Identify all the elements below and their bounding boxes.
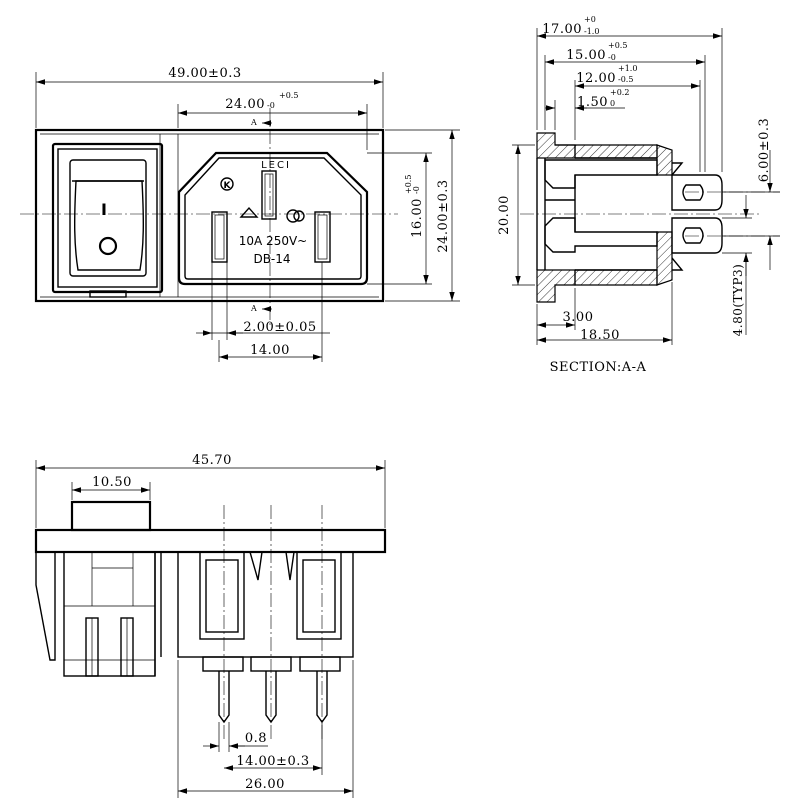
dim-17: 17.00 [542, 22, 582, 37]
dim-pin-spacing: 14.00 [250, 343, 290, 358]
dim-pin-pitch: 14.00±0.3 [236, 754, 309, 769]
dim-body-width: 26.00 [245, 777, 285, 792]
dim-pin-thickness: 0.8 [245, 731, 267, 746]
dim-switch-width: 10.50 [92, 475, 132, 490]
dim-20: 20.00 [497, 195, 512, 235]
dim-15: 15.00 [566, 48, 606, 63]
model-text: DB-14 [253, 252, 290, 266]
dim-pin-width: 2.00±0.05 [243, 320, 316, 335]
dim-inlet-width: 24.00 [225, 97, 265, 112]
dim-6: 6.00±0.3 [757, 118, 772, 183]
rocker-switch: I [51, 142, 164, 298]
switch-on-symbol: I [101, 200, 107, 219]
marking-leci: LECI [261, 160, 291, 171]
dim-12-tol-upper: +1.0 [618, 64, 637, 73]
cert-mark-letter: K [224, 181, 232, 191]
dim-12-tol-lower: -0.5 [618, 75, 633, 84]
switch-off-symbol-circle [98, 236, 118, 256]
dim-3: 3.00 [563, 310, 594, 325]
section-caption: SECTION:A-A [550, 360, 647, 375]
section-mark-a-bottom: A [250, 304, 257, 313]
dim-4-8-typ3: 4.80(TYP3) [731, 264, 745, 337]
dim-inlet-width-tol-lower: -0 [267, 101, 275, 110]
dim-1-5-tol-lower: 0 [610, 99, 615, 108]
dim-inlet-height-tol-lower: -0 [412, 186, 421, 194]
dim-17-tol-upper: +0 [584, 15, 596, 24]
dim-bottom-width: 45.70 [192, 453, 232, 468]
bottom-view: 45.70 10.50 0.8 14.00±0.3 26.00 [34, 453, 387, 798]
dim-overall-height: 24.00±0.3 [436, 179, 451, 252]
section-view: 17.00 +0 -1.0 15.00 +0.5 -0 12.00 +1.0 -… [497, 15, 780, 375]
dim-1-5: 1.50 [577, 95, 608, 110]
dim-12: 12.00 [576, 71, 616, 86]
dim-18-5: 18.50 [580, 328, 620, 343]
dim-inlet-height-tol-upper: +0.5 [404, 175, 413, 194]
iec-inlet: LECI K 10A 250V~ DB-14 [177, 151, 369, 286]
bottom-flange [34, 528, 387, 554]
dim-inlet-width-tol-upper: +0.5 [279, 91, 298, 100]
front-view: I LECI K 10A 250V~ DB-14 [20, 66, 460, 362]
dim-15-tol-upper: +0.5 [608, 41, 627, 50]
dim-inlet-height: 16.00 [410, 198, 425, 238]
dim-15-tol-lower: -0 [608, 53, 616, 62]
warning-triangle-icon [239, 206, 259, 218]
ccc-mark-icon [286, 209, 300, 223]
front-outer-frame [34, 128, 385, 303]
section-mark-a-top: A [250, 118, 257, 127]
cert-mark-circle [220, 177, 234, 191]
rating-text: 10A 250V~ [239, 234, 307, 248]
dim-1-5-tol-upper: +0.2 [610, 88, 629, 97]
dim-overall-width: 49.00±0.3 [168, 66, 241, 81]
dim-17-tol-lower: -1.0 [584, 27, 599, 36]
